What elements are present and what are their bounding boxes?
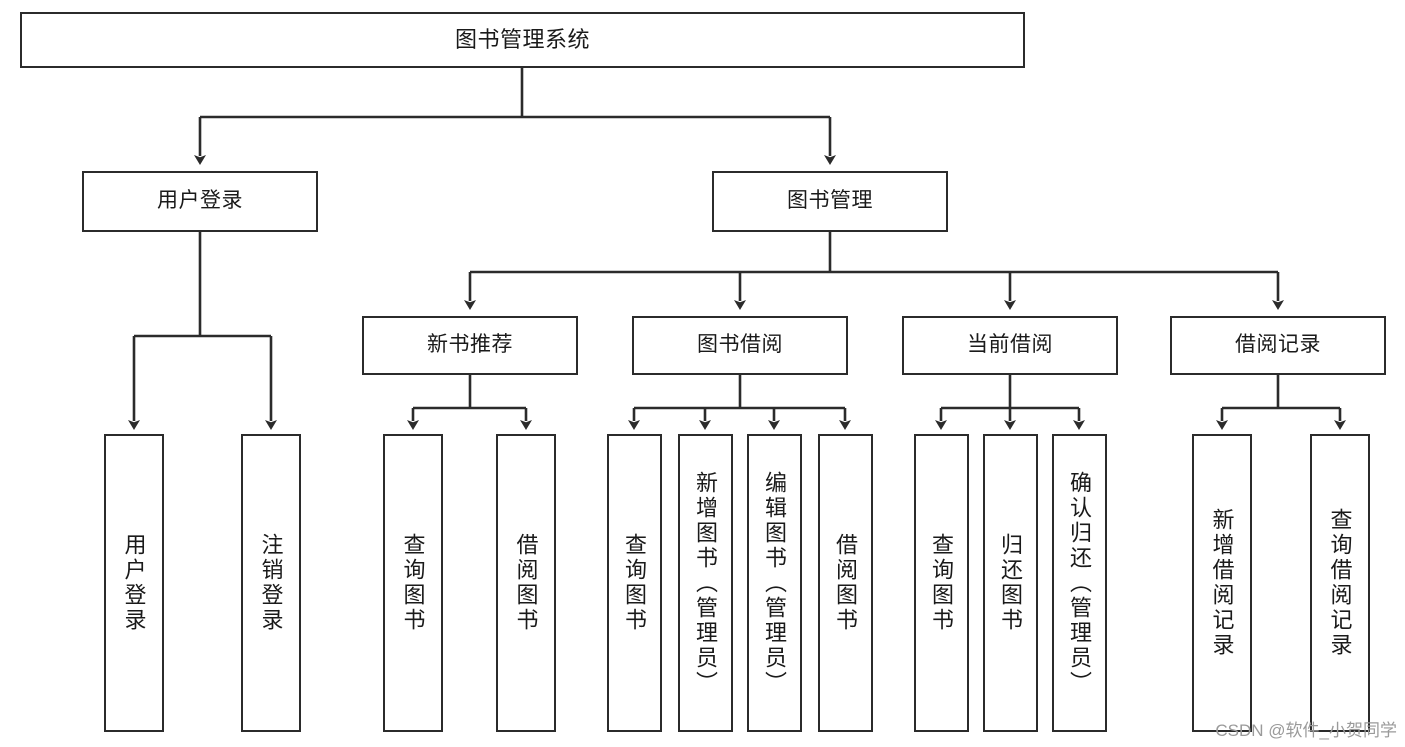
node-leaf-query-record[interactable]: 查询借阅记录 (1310, 434, 1370, 732)
node-leaf-edit-book[interactable]: 编辑图书（管理员） (747, 434, 802, 732)
node-group-new-book-recommend[interactable]: 新书推荐 (362, 316, 578, 375)
node-label: 图书借阅 (697, 333, 783, 357)
node-label: 查询图书 (400, 533, 426, 633)
node-label: 编辑图书（管理员） (762, 470, 788, 696)
node-label: 新书推荐 (427, 333, 513, 357)
node-group-borrow-record[interactable]: 借阅记录 (1170, 316, 1386, 375)
node-branch-user-login[interactable]: 用户登录 (82, 171, 318, 232)
node-label: 注销登录 (258, 533, 284, 633)
node-branch-book-manage[interactable]: 图书管理 (712, 171, 948, 232)
node-leaf-user-logout[interactable]: 注销登录 (241, 434, 301, 732)
node-label: 用户登录 (157, 189, 243, 213)
node-group-current-borrow[interactable]: 当前借阅 (902, 316, 1118, 375)
node-label: 图书管理系统 (454, 27, 590, 53)
node-label: 借阅记录 (1235, 333, 1321, 357)
node-leaf-borrow-book-1[interactable]: 借阅图书 (496, 434, 556, 732)
csdn-watermark: CSDN @软件_小贺同学 (1215, 721, 1397, 740)
node-label: 查询图书 (622, 533, 648, 633)
node-label: 新增借阅记录 (1209, 508, 1235, 658)
node-leaf-return-book[interactable]: 归还图书 (983, 434, 1038, 732)
node-leaf-add-record[interactable]: 新增借阅记录 (1192, 434, 1252, 732)
node-leaf-add-book[interactable]: 新增图书（管理员） (678, 434, 733, 732)
node-leaf-query-book-3[interactable]: 查询图书 (914, 434, 969, 732)
node-label: 查询借阅记录 (1327, 508, 1353, 658)
node-leaf-confirm-return[interactable]: 确认归还（管理员） (1052, 434, 1107, 732)
node-label: 确认归还（管理员） (1067, 470, 1093, 696)
node-label: 借阅图书 (833, 533, 859, 633)
node-group-book-borrow[interactable]: 图书借阅 (632, 316, 848, 375)
node-label: 查询图书 (929, 533, 955, 633)
node-leaf-borrow-book-2[interactable]: 借阅图书 (818, 434, 873, 732)
node-leaf-user-login[interactable]: 用户登录 (104, 434, 164, 732)
node-label: 当前借阅 (967, 333, 1053, 357)
node-root-system[interactable]: 图书管理系统 (20, 12, 1025, 68)
node-label: 归还图书 (998, 533, 1024, 633)
node-label: 用户登录 (121, 533, 147, 633)
node-label: 图书管理 (787, 189, 873, 213)
node-label: 借阅图书 (513, 533, 539, 633)
node-leaf-query-book-2[interactable]: 查询图书 (607, 434, 662, 732)
node-leaf-query-book-1[interactable]: 查询图书 (383, 434, 443, 732)
node-label: 新增图书（管理员） (693, 470, 719, 696)
